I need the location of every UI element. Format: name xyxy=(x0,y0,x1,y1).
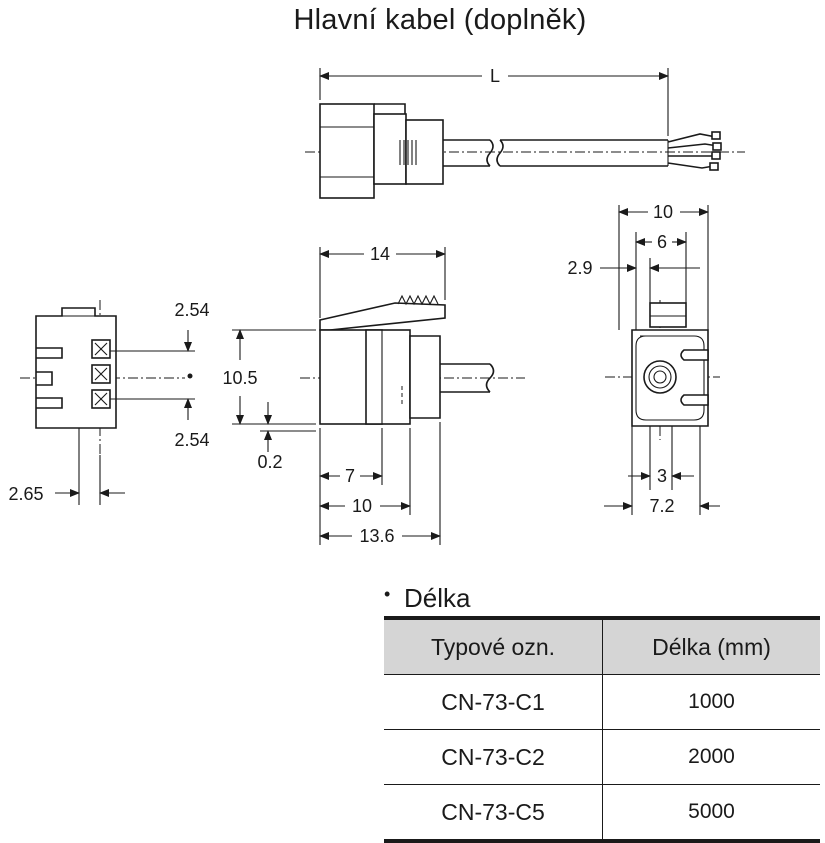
dim-10-5-label: 10.5 xyxy=(222,368,257,388)
length-table: Typové ozn. Délka (mm) CN-73-C1 1000 CN-… xyxy=(384,616,820,843)
side-view xyxy=(232,247,525,545)
table-cell-type: CN-73-C2 xyxy=(384,729,603,785)
dim-2-54-bottom-label: 2.54 xyxy=(174,430,209,450)
bullet-icon: • xyxy=(384,584,391,604)
dim-13-6-label: 13.6 xyxy=(359,526,394,546)
table-cell-type: CN-73-C5 xyxy=(384,784,603,843)
table-cell-type: CN-73-C1 xyxy=(384,674,603,730)
table-cell-length: 2000 xyxy=(602,729,820,785)
column-header-type: Typové ozn. xyxy=(384,616,603,675)
front-view xyxy=(20,300,195,505)
back-view xyxy=(600,205,720,515)
column-header-length: Délka (mm) xyxy=(602,616,820,675)
dim-0-2-label: 0.2 xyxy=(257,452,282,472)
table-row: CN-73-C2 2000 xyxy=(384,729,820,785)
dim-10-back-label: 10 xyxy=(653,202,673,222)
table-cell-length: 1000 xyxy=(602,674,820,730)
length-section: • Délka Typové ozn. Délka (mm) CN-73-C1 1… xyxy=(384,580,820,843)
table-row: CN-73-C1 1000 xyxy=(384,674,820,730)
dim-14-label: 14 xyxy=(370,244,390,264)
dim-2-9-label: 2.9 xyxy=(567,258,592,278)
table-row: CN-73-C5 5000 xyxy=(384,784,820,843)
dim-2-54-top-label: 2.54 xyxy=(174,300,209,320)
length-heading-text: Délka xyxy=(404,583,471,613)
dim-7-label: 7 xyxy=(345,466,355,486)
technical-drawing: L 2.54 2.54 xyxy=(8,66,745,546)
dim-10-side-label: 10 xyxy=(352,496,372,516)
cable-top-view xyxy=(305,68,745,199)
dim-2-65-label: 2.65 xyxy=(8,484,43,504)
dim-7-2-label: 7.2 xyxy=(649,496,674,516)
length-heading: • Délka xyxy=(384,580,820,616)
dim-L-label: L xyxy=(490,66,500,86)
dim-3-label: 3 xyxy=(657,466,667,486)
dim-6-label: 6 xyxy=(657,232,667,252)
table-header-row: Typové ozn. Délka (mm) xyxy=(384,616,820,675)
table-cell-length: 5000 xyxy=(602,784,820,843)
drawing-title: Hlavní kabel (doplněk) xyxy=(293,4,587,36)
